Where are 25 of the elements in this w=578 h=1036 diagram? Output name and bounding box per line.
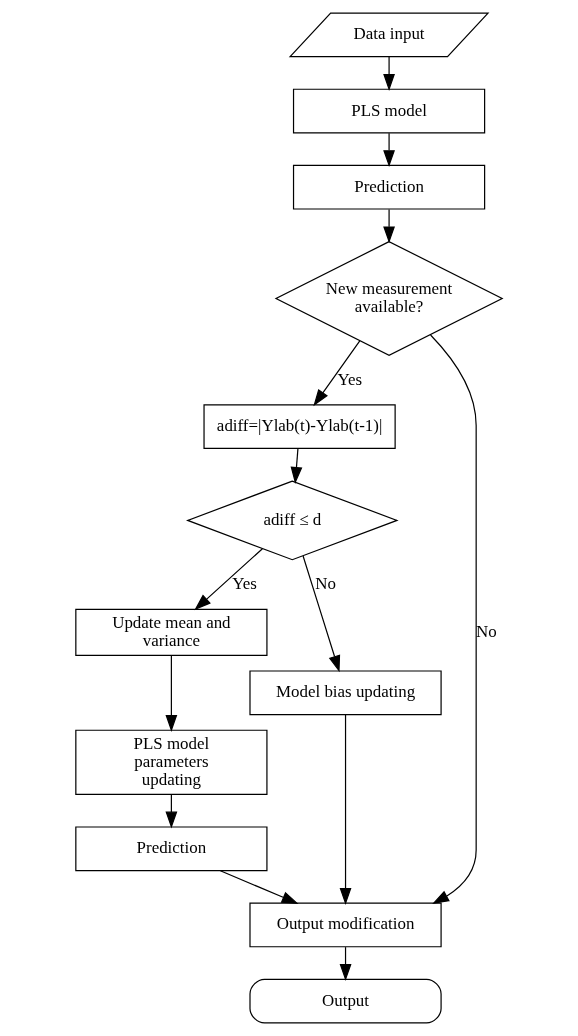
- node-box: adiff=|Ylab(t)-Ylab(t-1)|: [203, 404, 396, 450]
- arrow: [429, 334, 477, 904]
- arrow: [165, 655, 178, 732]
- arrow: [313, 340, 361, 407]
- arrow: [290, 448, 303, 484]
- node-box: Output: [249, 978, 442, 1024]
- edge-label: No: [315, 573, 336, 593]
- edge-label: Yes: [232, 573, 257, 593]
- node-box: Model bias updating: [249, 670, 442, 716]
- node-diamond: adiff ≤ d: [186, 480, 399, 561]
- node-box: Prediction: [75, 826, 268, 872]
- node-diamond: New measurement available?: [274, 240, 504, 356]
- arrow: [219, 870, 299, 904]
- node-box: Output modification: [249, 902, 442, 948]
- arrow: [302, 555, 341, 673]
- node-box: Prediction: [292, 164, 486, 210]
- arrow: [383, 208, 395, 244]
- node-box: Update mean and variance: [75, 608, 268, 656]
- node-box: PLS model: [292, 88, 486, 134]
- arrow: [383, 56, 395, 91]
- arrow: [383, 132, 395, 168]
- arrow: [194, 548, 264, 611]
- arrow: [339, 714, 352, 905]
- node-box: PLS model parameters updating: [75, 729, 268, 795]
- edge-label: Yes: [337, 369, 363, 389]
